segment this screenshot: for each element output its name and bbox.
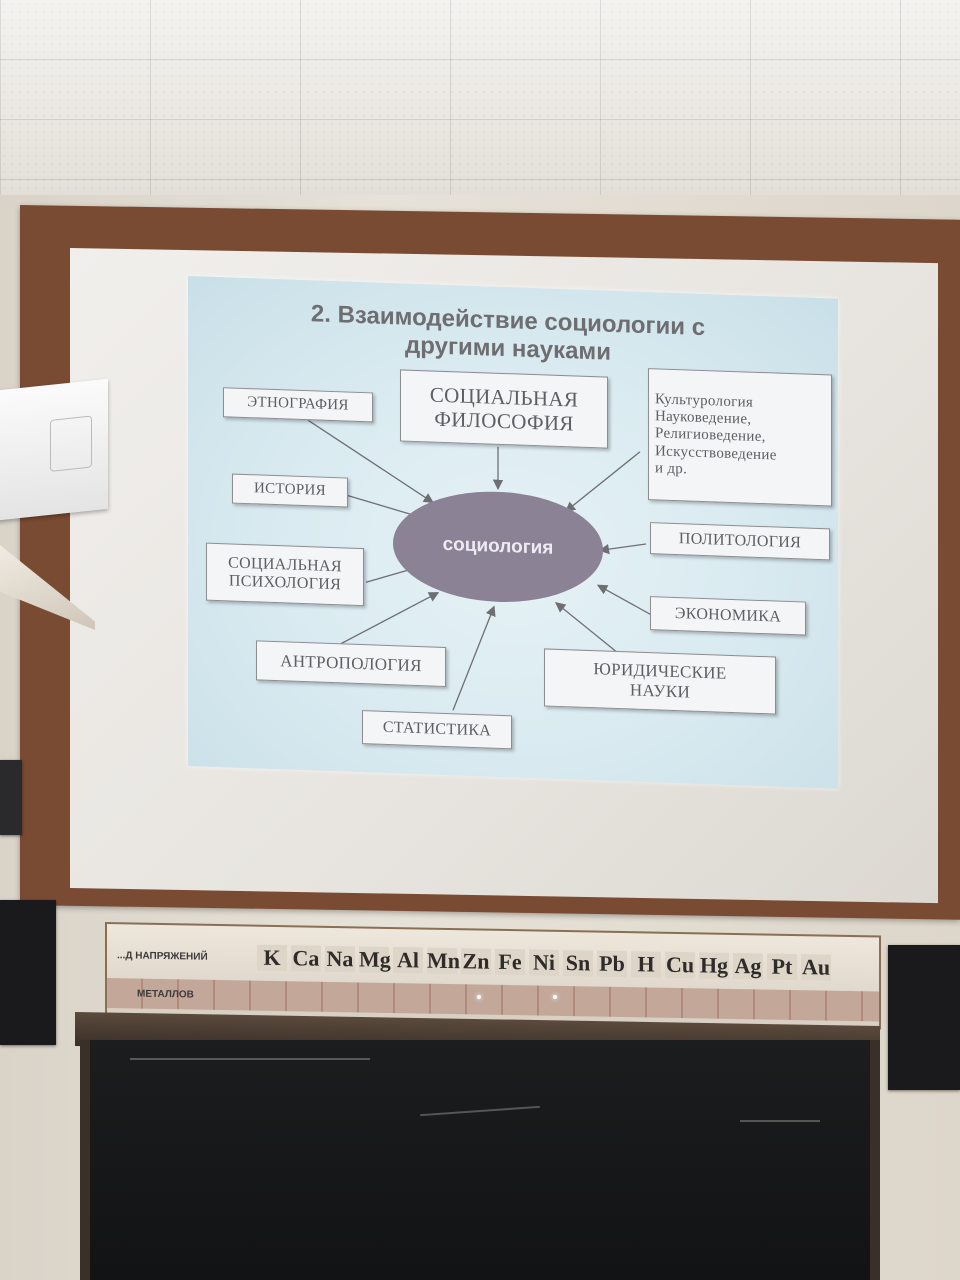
arrow-ethnography: [307, 419, 435, 504]
node-legal-sciences: ЮРИДИЧЕСКИЕ НАУКИ: [544, 648, 776, 715]
element-symbol: K: [257, 944, 287, 972]
node-statistics: СТАТИСТИКА: [362, 710, 512, 750]
series-caption-top: ...Д НАПРЯЖЕНИЙ: [117, 949, 208, 963]
element-symbol: Ca: [291, 945, 321, 972]
node-social-psychology: СОЦИАЛЬНАЯ ПСИХОЛОГИЯ: [206, 542, 364, 607]
node-social-psychology-line-2: ПСИХОЛОГИЯ: [228, 572, 342, 594]
element-symbol: Au: [801, 954, 831, 981]
arrow-statistics: [452, 605, 496, 711]
projector-panel: [50, 415, 92, 472]
element-symbol: Ni: [529, 949, 559, 976]
arrow-anthropology: [337, 592, 440, 646]
node-anthropology-label: АНТРОПОЛОГИЯ: [280, 651, 422, 676]
node-political-science-label: ПОЛИТОЛОГИЯ: [678, 529, 802, 552]
ceiling-tiles: [0, 0, 960, 205]
arrow-political-science: [598, 543, 647, 555]
element-symbol: Mg: [359, 946, 391, 973]
element-symbol: Hg: [699, 952, 729, 979]
node-culture-studies: Культурология Науковедение, Религиоведен…: [648, 368, 832, 507]
arrow-economics: [596, 584, 651, 615]
indicator-light: [477, 995, 481, 999]
chalk-mark: [130, 1058, 370, 1060]
projector: [0, 378, 108, 522]
element-symbol: Na: [325, 945, 355, 973]
node-economics-label: ЭКОНОМИКА: [674, 604, 782, 626]
center-sociology-label: социология: [442, 533, 554, 559]
left-speaker: [0, 900, 56, 1045]
node-ethnography: ЭТНОГРАФИЯ: [223, 387, 373, 423]
node-history-label: ИСТОРИЯ: [254, 480, 326, 500]
node-history: ИСТОРИЯ: [232, 473, 348, 508]
wall-fixture: [0, 760, 22, 835]
node-social-philosophy: СОЦИАЛЬНАЯ ФИЛОСОФИЯ: [400, 369, 608, 449]
node-legal-sciences-line-2: НАУКИ: [629, 680, 691, 702]
presentation-slide: 2. Взаимодействие социологии с другими н…: [188, 276, 838, 789]
node-culture-line-5: и др.: [655, 460, 688, 478]
element-symbol: Mn: [427, 947, 460, 975]
arrow-culture: [565, 451, 641, 513]
node-social-philosophy-line-2: ФИЛОСОФИЯ: [434, 406, 574, 436]
element-symbol: Al: [393, 947, 423, 974]
node-ethnography-label: ЭТНОГРАФИЯ: [247, 394, 349, 414]
element-symbol: Pb: [597, 950, 627, 978]
arrow-legal-sciences: [554, 602, 619, 654]
node-economics: ЭКОНОМИКА: [650, 596, 806, 636]
arrow-connectors: [307, 419, 651, 711]
chalk-mark: [420, 1105, 540, 1117]
chalkboard: [80, 1040, 880, 1280]
chalk-mark: [740, 1120, 820, 1122]
node-political-science: ПОЛИТОЛОГИЯ: [650, 522, 830, 561]
indicator-light: [553, 995, 557, 999]
element-symbol: H: [631, 951, 661, 978]
right-speaker: [888, 945, 960, 1090]
element-symbol: Pt: [767, 953, 797, 981]
element-symbol: Ag: [733, 952, 763, 980]
element-symbol: Fe: [495, 948, 525, 976]
node-statistics-label: СТАТИСТИКА: [382, 718, 492, 740]
element-symbol: Zn: [461, 948, 491, 975]
node-anthropology: АНТРОПОЛОГИЯ: [256, 640, 446, 688]
element-symbol: Sn: [563, 949, 593, 977]
node-legal-sciences-line-1: ЮРИДИЧЕСКИЕ: [593, 659, 727, 684]
element-symbol: Cu: [665, 951, 695, 979]
series-caption-bottom: МЕТАЛЛОВ: [137, 988, 194, 1001]
